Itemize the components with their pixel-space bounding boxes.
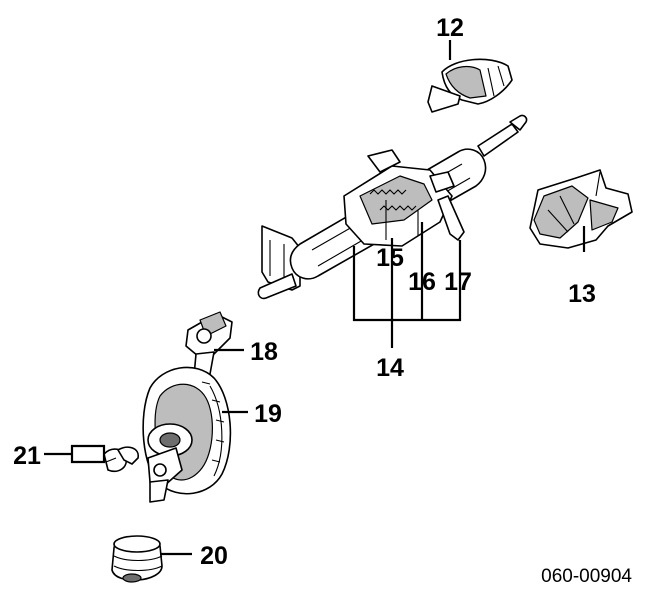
- part-universal-joint: [185, 311, 244, 377]
- callout-label-16: 16: [408, 268, 436, 296]
- callout-label-13: 13: [568, 280, 596, 308]
- part-lower-column-cover: [529, 169, 633, 249]
- callout-label-21: 21: [13, 442, 41, 470]
- part-dust-seal: [111, 535, 192, 583]
- callout-label-17: 17: [444, 268, 472, 296]
- callout-label-15: 15: [376, 244, 404, 272]
- callout-label-18: 18: [250, 338, 278, 366]
- part-retaining-clip: [44, 444, 139, 473]
- callout-label-14: 14: [376, 354, 404, 382]
- part-intermediate-shaft-boot: [142, 366, 248, 503]
- part-upper-column-cover: [427, 58, 513, 113]
- callout-label-19: 19: [254, 400, 282, 428]
- callout-label-12: 12: [436, 14, 464, 42]
- callout-label-20: 20: [200, 542, 228, 570]
- part-steering-column-assembly: [257, 114, 528, 348]
- diagram-reference-code: 060-00904: [541, 566, 632, 587]
